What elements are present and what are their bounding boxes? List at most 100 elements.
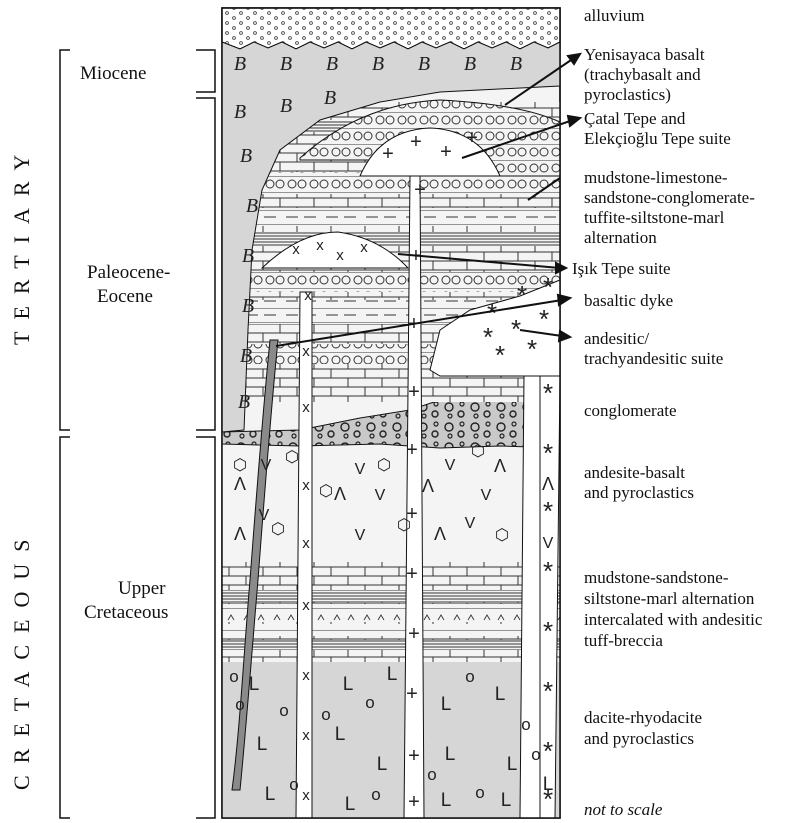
granite-cross-symbol: + — [382, 143, 394, 165]
dacite-l-symbol: L — [441, 694, 452, 715]
granite-cross-symbol: + — [466, 127, 478, 149]
andesite-star-symbol: * — [511, 314, 521, 344]
isik-x-symbol: x — [302, 727, 310, 744]
dacite-o-symbol: o — [427, 765, 436, 784]
andesite-v-symbol: V — [355, 527, 366, 544]
isik-x-symbol: x — [302, 343, 310, 360]
basalt-symbol: B — [372, 53, 384, 75]
dacite-l-symbol: L — [249, 674, 260, 695]
cretaceous-epoch-bracket — [196, 437, 215, 818]
isik-x-symbol: x — [292, 241, 300, 258]
andesite-hex-symbol: ⬡ — [471, 443, 485, 460]
granite-cross-symbol: + — [414, 179, 426, 201]
era-cretaceous-label: CRETACEOUS — [9, 528, 34, 790]
isik-x-symbol: x — [316, 237, 324, 254]
basalt-symbol: B — [234, 101, 246, 123]
label-mudstone-sandstone: mudstone-sandstone- siltstone-marl alter… — [584, 568, 767, 650]
basalt-symbol: B — [464, 53, 476, 75]
label-conglomerate: conglomerate — [584, 401, 677, 420]
dacite-l-symbol: L — [501, 790, 512, 811]
granite-cross-symbol: + — [408, 791, 420, 813]
dacite-o-symbol: o — [365, 693, 374, 712]
dacite-o-symbol: o — [321, 705, 330, 724]
basalt-symbol: B — [510, 53, 522, 75]
andesite-v-symbol: V — [465, 515, 476, 532]
andesite-caret-symbol: Λ — [234, 474, 246, 494]
epoch-upper-cretaceous-label: Upper Cretaceous — [84, 578, 170, 623]
basalt-symbol: B — [324, 87, 336, 109]
dacite-l-symbol: L — [495, 684, 506, 705]
dacite-l-symbol: L — [265, 784, 276, 805]
andesite-v-symbol: V — [481, 487, 492, 504]
era-brackets — [60, 50, 215, 818]
label-alluvium: alluvium — [584, 6, 644, 25]
andesite-star-symbol: * — [543, 676, 553, 706]
dacite-o-symbol: o — [475, 783, 484, 802]
andesite-star-symbol: * — [495, 340, 505, 370]
granite-cross-symbol: + — [410, 131, 422, 153]
dacite-l-symbol: L — [441, 790, 452, 811]
andesite-basalt-layer — [222, 440, 560, 562]
dacite-o-symbol: o — [465, 667, 474, 686]
granite-cross-symbol: + — [408, 381, 420, 403]
basalt-symbol: B — [280, 53, 292, 75]
label-isik-tepe-suite: Işık Tepe suite — [572, 259, 671, 278]
granite-cross-symbol: + — [408, 745, 420, 767]
paleocene-bracket — [196, 98, 215, 430]
label-basaltic-dyke: basaltic dyke — [584, 291, 673, 310]
stratigraphic-column: BBBBBBBBBBBBBBBB+++++++++++++++xxxxxxxxx… — [222, 8, 560, 818]
dacite-o-symbol: o — [235, 695, 244, 714]
andesite-hex-symbol: ⬡ — [271, 521, 285, 538]
andesite-star-symbol: * — [543, 556, 553, 586]
andesite-caret-symbol: Λ — [234, 524, 246, 544]
dacite-o-symbol: o — [279, 701, 288, 720]
dacite-l-symbol: L — [345, 794, 356, 815]
isik-x-symbol: x — [360, 239, 368, 256]
isik-x-symbol: x — [302, 399, 310, 416]
dacite-l-symbol: L — [445, 744, 456, 765]
tertiary-bracket — [60, 50, 70, 430]
basalt-symbol: B — [240, 345, 252, 367]
andesite-hex-symbol: ⬡ — [233, 457, 247, 474]
andesite-caret-symbol: Λ — [494, 456, 506, 476]
andesite-hex-symbol: ⬡ — [319, 483, 333, 500]
dacite-l-symbol: L — [387, 664, 398, 685]
andesite-star-symbol: * — [543, 736, 553, 766]
label-andesite-basalt: andesite-basalt and pyroclastics — [584, 463, 694, 502]
andesite-v-symbol: V — [543, 535, 554, 552]
isik-x-symbol: x — [302, 597, 310, 614]
basalt-symbol: B — [326, 53, 338, 75]
basalt-symbol: B — [234, 53, 246, 75]
dacite-l-symbol: L — [343, 674, 354, 695]
dacite-o-symbol: o — [531, 745, 540, 764]
isik-x-symbol: x — [336, 247, 344, 264]
isik-x-symbol: x — [302, 535, 310, 552]
dacite-o-symbol: o — [289, 775, 298, 794]
cretaceous-bracket — [60, 437, 70, 818]
label-yenisayaca-basalt: Yenisayaca basalt (trachybasalt and pyro… — [584, 45, 709, 104]
andesite-star-symbol: * — [543, 272, 553, 302]
dacite-o-symbol: o — [371, 785, 380, 804]
dacite-o-symbol: o — [229, 667, 238, 686]
andesite-star-symbol: * — [543, 496, 553, 526]
label-andesitic-suite: andesitic/ trachyandesitic suite — [584, 329, 723, 368]
dacite-l-symbol: L — [543, 774, 554, 795]
andesite-caret-symbol: Λ — [422, 476, 434, 496]
andesite-star-symbol: * — [543, 438, 553, 468]
andesite-hex-symbol: ⬡ — [377, 457, 391, 474]
andesite-v-symbol: V — [355, 461, 366, 478]
unit-labels: alluvium Yenisayaca basalt (trachybasalt… — [572, 6, 767, 819]
granite-cross-symbol: + — [440, 141, 452, 163]
basalt-symbol: B — [242, 245, 254, 267]
andesite-hex-symbol: ⬡ — [495, 527, 509, 544]
andesite-v-symbol: V — [261, 457, 272, 474]
andesite-hex-symbol: ⬡ — [397, 517, 411, 534]
andesite-v-symbol: V — [259, 507, 270, 524]
granite-cross-symbol: + — [406, 439, 418, 461]
andesite-caret-symbol: Λ — [334, 484, 346, 504]
andesite-caret-symbol: Λ — [434, 524, 446, 544]
epoch-miocene-label: Miocene — [80, 63, 146, 84]
andesite-star-symbol: * — [539, 304, 549, 334]
andesite-hex-symbol: ⬡ — [285, 449, 299, 466]
